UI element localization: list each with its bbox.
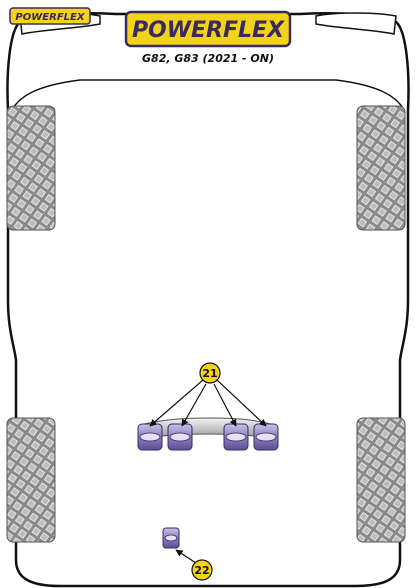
subframe-bush (137, 423, 163, 451)
subframe-bush (223, 423, 249, 451)
subframe-bush (253, 423, 279, 451)
callout-22-arrow (175, 549, 197, 564)
brand-logo-small-text: POWERFLEX (15, 12, 85, 23)
callout-21-arrow (149, 379, 204, 427)
front-right-corner-recess (315, 12, 397, 35)
callout-21: 21 (149, 362, 267, 427)
callout-22: 22 (175, 549, 213, 581)
subframe-bush-assembly (137, 417, 279, 451)
rear-right-tyre (356, 417, 406, 543)
callout-21-arrow (181, 383, 207, 427)
car-body-outline (6, 12, 410, 588)
brand-logo-main: POWERFLEX (124, 10, 292, 48)
front-right-tyre (356, 105, 406, 231)
car-inner-outline (11, 79, 405, 111)
callout-21-arrow (213, 383, 237, 427)
subframe-bush (167, 423, 193, 451)
brand-logo-small: POWERFLEX (9, 7, 91, 25)
callout-22-badge (191, 559, 213, 581)
front-left-tyre (6, 105, 56, 231)
callout-21-arrow (216, 379, 267, 427)
model-line: G82, G83 (2021 - ON) (142, 52, 274, 65)
rear-left-tyre (6, 417, 56, 543)
callout-21-label: 21 (202, 367, 217, 380)
brand-logo-main-text: POWERFLEX (132, 18, 285, 43)
rear-mount-bush (162, 527, 180, 549)
callout-21-badge (199, 362, 221, 384)
callout-22-label: 22 (194, 564, 209, 577)
